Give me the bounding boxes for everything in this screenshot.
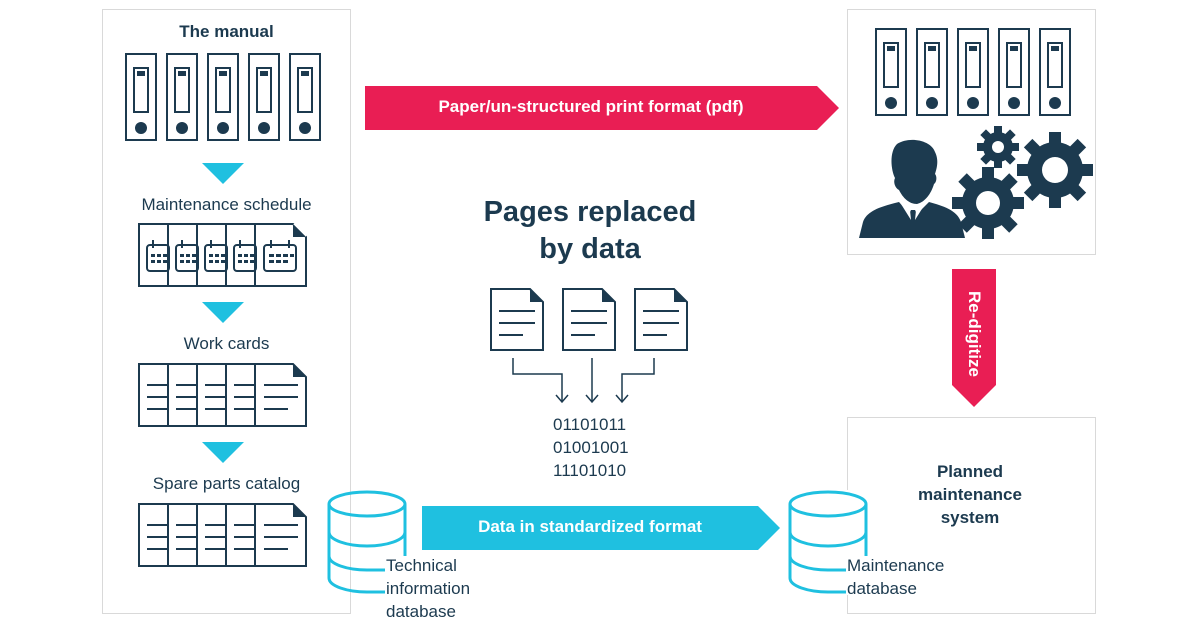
db-label-line: database: [847, 579, 917, 598]
binder-icon: [289, 53, 321, 141]
binary-line: 01001001: [553, 438, 629, 457]
manual-title: The manual: [179, 22, 274, 41]
spare-parts-catalog-label: Spare parts catalog: [152, 474, 301, 493]
gears-icon: [952, 126, 1093, 239]
binder-icon: [957, 28, 989, 116]
center-heading-line1: Pages replaced: [483, 196, 697, 228]
document-icon: [490, 288, 544, 351]
flow-down-triangle-icon: [202, 442, 244, 463]
arrow-right-icon: [422, 506, 780, 550]
center-heading-line2: by data: [539, 233, 641, 265]
binary-line: 11101010: [553, 461, 627, 480]
document-pages-icon: [138, 503, 307, 567]
binder-icon: [998, 28, 1030, 116]
arrow-right-icon: [365, 86, 839, 130]
binder-icon: [248, 53, 280, 141]
db-label-line: information: [386, 579, 471, 598]
pdf-format-arrow-label: Paper/un-structured print format (pdf): [438, 97, 744, 116]
arrow-down-icon: [952, 269, 996, 407]
db-label-line: Maintenance: [847, 556, 945, 575]
binary-line: 01101011: [553, 415, 627, 434]
documents-to-data-icon: [490, 288, 688, 404]
pms-title-line2: maintenance: [918, 485, 1022, 504]
binder-row-icon: [875, 28, 1071, 116]
document-pages-icon: [138, 363, 307, 427]
redigitize-label: Re-digitize: [965, 291, 984, 377]
document-icon: [634, 288, 688, 351]
flow-down-triangle-icon: [202, 302, 244, 323]
db-label-line: Technical: [386, 556, 457, 575]
maintenance-database-label: Maintenance database: [847, 554, 944, 600]
database-icon: [788, 490, 870, 595]
flow-down-triangle-icon: [202, 163, 244, 184]
binder-icon: [166, 53, 198, 141]
binder-icon: [875, 28, 907, 116]
standardized-format-arrow-label: Data in standardized format: [478, 517, 702, 536]
binder-icon: [916, 28, 948, 116]
person-icon: [859, 139, 965, 238]
pms-title-line3: system: [940, 508, 1000, 527]
technical-database-label: Technical information database: [386, 554, 470, 623]
db-label-line: database: [386, 602, 456, 621]
calendar-pages-icon: [138, 223, 307, 287]
binder-icon: [207, 53, 239, 141]
database-icon: [327, 490, 407, 594]
pms-title-line1: Planned: [936, 462, 1004, 481]
binder-row-icon: [125, 53, 321, 141]
binder-icon: [1039, 28, 1071, 116]
document-icon: [562, 288, 616, 351]
maintenance-schedule-label: Maintenance schedule: [141, 195, 312, 214]
binary-data: 01101011 01001001 11101010: [553, 413, 629, 482]
work-cards-label: Work cards: [183, 334, 270, 353]
binder-icon: [125, 53, 157, 141]
